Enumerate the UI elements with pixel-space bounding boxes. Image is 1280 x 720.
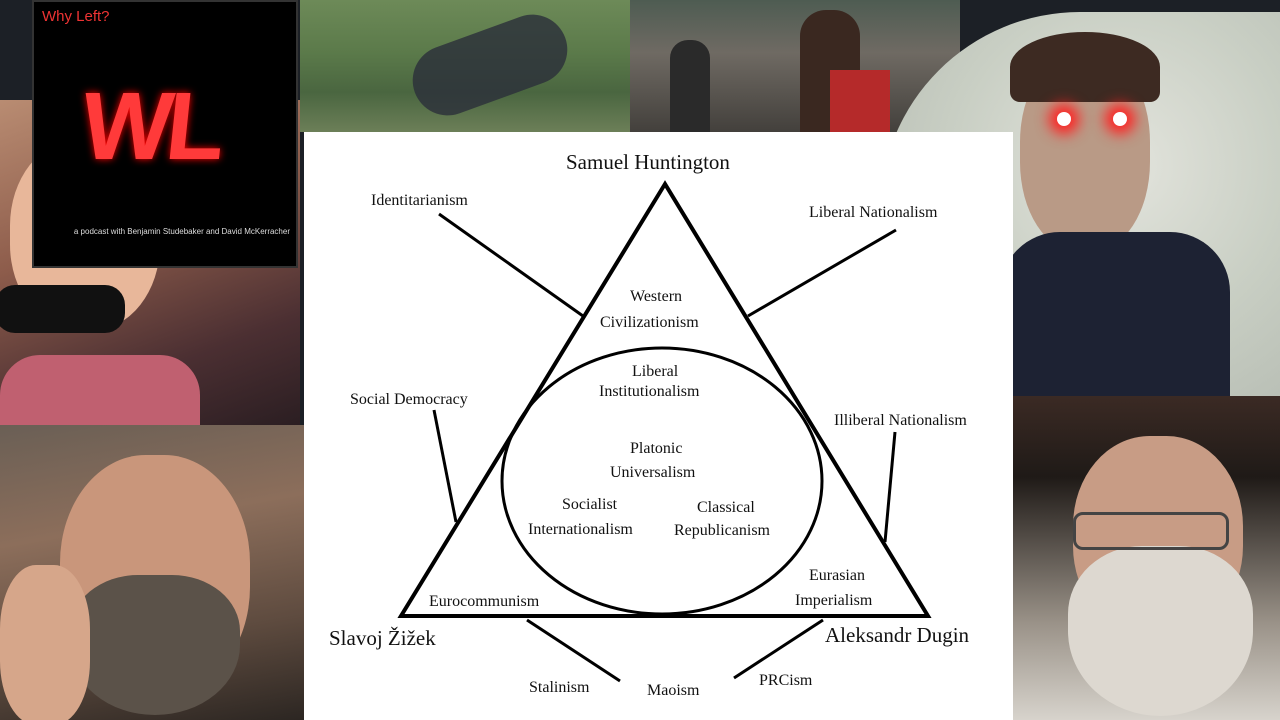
eurasian-label-line2: Imperialism: [795, 592, 873, 609]
podcast-title: Why Left?: [42, 8, 110, 25]
vertex-top-label: Samuel Huntington: [566, 150, 730, 174]
glasses-icon: [1073, 512, 1229, 550]
podcast-logo-text: WL: [76, 73, 225, 180]
liberal-nationalism-label: Liberal Nationalism: [809, 204, 938, 221]
platonic-label-line1: Platonic: [630, 440, 683, 457]
stalinism-label: Stalinism: [529, 679, 590, 696]
eurasian-label-line1: Eurasian: [809, 567, 865, 584]
eurocommunism-label: Eurocommunism: [429, 593, 540, 610]
socialist-label-line2: Internationalism: [528, 521, 633, 538]
connector-identitarianism: [438, 212, 584, 318]
connector-liberal-nationalism: [747, 228, 897, 318]
ideology-triangle-diagram: Samuel Huntington Slavoj Žižek Aleksandr…: [304, 132, 1013, 720]
podcast-logo: Why Left? WL a podcast with Benjamin Stu…: [32, 0, 298, 268]
photo-aleksandr-dugin: [1013, 396, 1280, 720]
central-circle: [500, 346, 824, 616]
laser-eye-icon: [1057, 112, 1071, 126]
classical-label-line1: Classical: [697, 499, 755, 516]
socialist-label-line1: Socialist: [562, 496, 618, 513]
diagram-lines: [397, 180, 932, 683]
prcism-label: PRCism: [759, 672, 813, 689]
photo-aerial-crowd: [300, 0, 630, 132]
identitarianism-label: Identitarianism: [371, 192, 468, 209]
western-label-line1: Western: [630, 288, 683, 305]
connector-illiberal-nationalism: [883, 431, 897, 543]
connector-social-democracy: [432, 409, 458, 523]
photo-migrant-crowd: [630, 0, 960, 132]
connector-stalinism: [526, 618, 621, 683]
vertex-right-label: Aleksandr Dugin: [825, 623, 970, 647]
social-democracy-label: Social Democracy: [350, 391, 468, 408]
liberal-label-line1: Liberal: [632, 363, 679, 380]
vertex-left-label: Slavoj Žižek: [329, 626, 436, 650]
connector-prcism: [733, 618, 824, 680]
laser-eye-icon: [1113, 112, 1127, 126]
illiberal-nationalism-label: Illiberal Nationalism: [834, 412, 967, 429]
western-label-line2: Civilizationism: [600, 314, 699, 331]
photo-slavoj-zizek: [0, 425, 304, 720]
sunglasses-icon: [0, 285, 125, 333]
podcast-credit: a podcast with Benjamin Studebaker and D…: [73, 227, 290, 236]
liberal-label-line2: Institutionalism: [599, 383, 700, 400]
triangle-outline: [397, 180, 932, 618]
maoism-label: Maoism: [647, 682, 700, 699]
classical-label-line2: Republicanism: [674, 522, 770, 539]
platonic-label-line2: Universalism: [610, 464, 696, 481]
